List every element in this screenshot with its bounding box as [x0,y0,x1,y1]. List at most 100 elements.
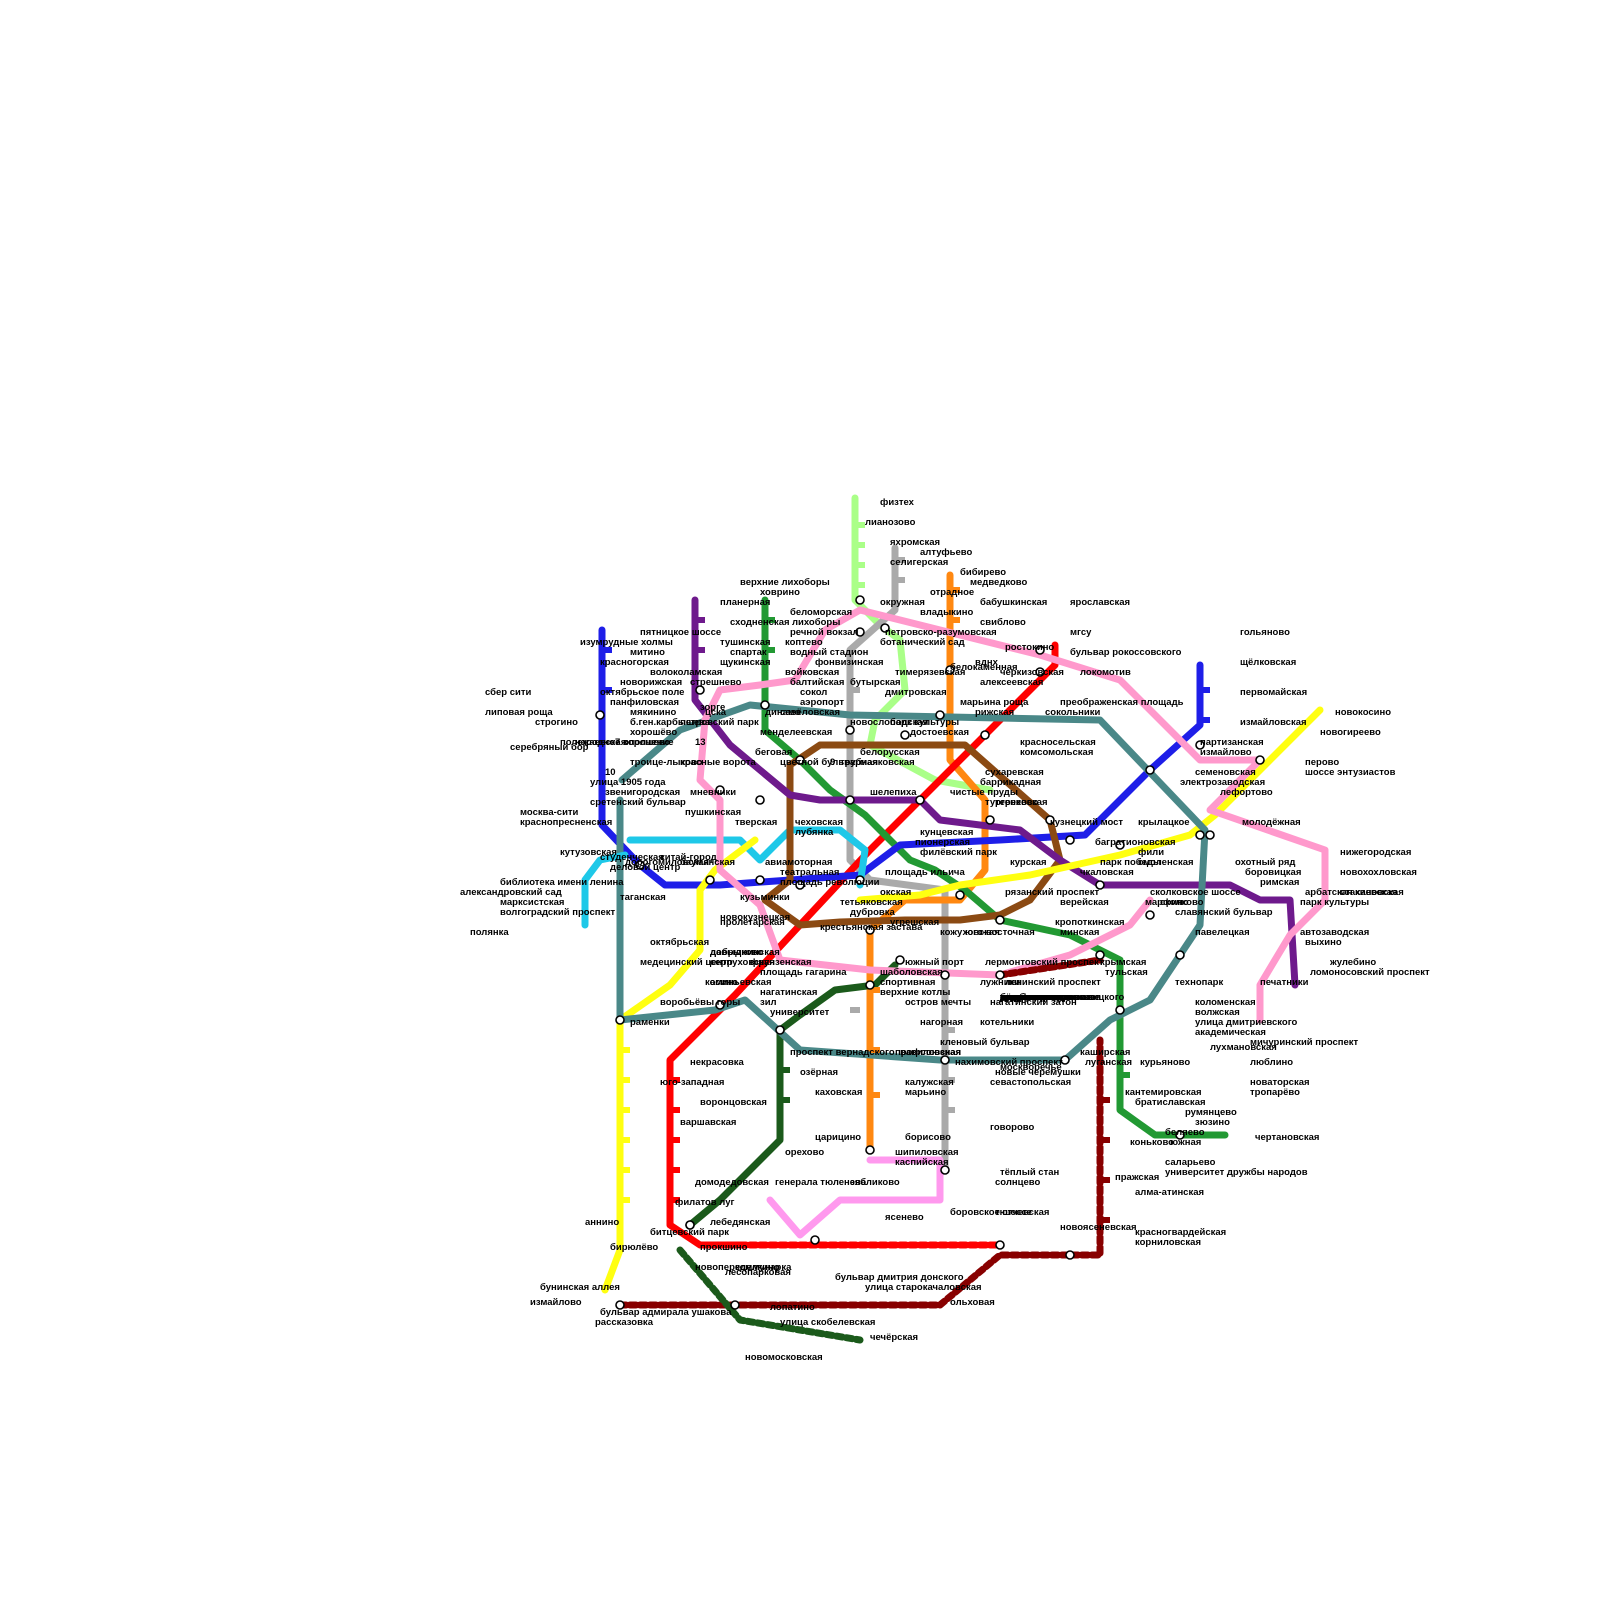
station-label[interactable]: полянка [470,927,509,938]
station-label[interactable]: тетьяковская [840,897,903,908]
station-label[interactable]: троицк [1000,992,1033,1003]
station-label[interactable]: середнево [1000,992,1050,1003]
station-label[interactable]: китай-город [660,852,717,863]
station-label[interactable]: октябрьская [650,937,709,948]
station-label[interactable]: авиамоторная [765,857,832,868]
station-label[interactable]: новокузнецкая [720,912,790,923]
station-label[interactable]: черкизовская [1000,667,1064,678]
station-label[interactable]: 9 [830,757,835,768]
station-label[interactable]: киевская [1355,887,1397,898]
station-label[interactable]: пыхтино [1000,992,1041,1003]
station-label[interactable]: бирюлёво [610,1242,658,1253]
station-label[interactable]: щёлковская [1240,657,1296,668]
station-label[interactable]: новоясеневская [1060,1222,1137,1233]
station-label[interactable]: москва-сити [520,807,579,818]
station-label[interactable]: южная [1170,1137,1201,1148]
station-label[interactable]: нагатинская [760,987,817,998]
station-label[interactable]: сбер сити [485,687,532,698]
station-label[interactable]: технопарк [1175,977,1223,988]
station-label[interactable]: кожуховская [940,927,1000,938]
station-label[interactable]: сходненская [730,617,790,628]
station-label[interactable]: кинокластер [1000,992,1060,1003]
station-label[interactable]: звенигородская [605,787,680,798]
station-label[interactable]: минская [1060,927,1099,938]
station-label[interactable]: белокаменная [950,662,1018,673]
station-label[interactable]: лианозово [865,517,916,528]
station-label[interactable]: филёвский парк [920,847,997,858]
station-label[interactable]: беляево [1165,1127,1205,1138]
station-label[interactable]: медведково [970,577,1028,588]
station-label[interactable]: войковская [785,667,839,678]
station-label[interactable]: первомайская [1240,687,1307,698]
station-label[interactable]: аннино [585,1217,619,1228]
station-label[interactable]: вёнино [1000,992,1034,1003]
station-label[interactable]: бульвар рокоссовского [1070,647,1182,658]
station-label[interactable]: новопеределкино [695,1262,780,1273]
station-label[interactable]: марксистская [500,897,564,908]
station-label[interactable]: бульвар адмирала ушакова [600,1307,732,1318]
station-label[interactable]: красносельская [1020,737,1096,748]
station-label[interactable]: строгино [535,717,578,728]
station-label[interactable]: солнцево [995,1177,1040,1188]
station-label[interactable]: пятницкое шоссе [640,627,721,638]
station-label[interactable]: гольяново [1240,627,1290,638]
station-label[interactable]: каспийская [895,1157,949,1168]
station-label[interactable]: озёрная [800,1067,838,1078]
station-label[interactable]: беговая [755,747,792,758]
station-label[interactable]: коммунарка [735,1262,792,1273]
station-label[interactable]: воробьёвы горы [660,997,740,1008]
station-label[interactable]: павелецкая [1195,927,1250,938]
station-label[interactable]: таганская [620,892,666,903]
station-label[interactable]: волжская [1195,1007,1240,1018]
station-label[interactable]: улица старокачаловская [865,1282,982,1293]
station-label[interactable]: менделеевская [760,727,832,738]
station-label[interactable]: кунцевская [920,827,973,838]
station-label[interactable]: марьина роща [960,697,1029,708]
station-label[interactable]: новомосковская [745,1352,823,1363]
station-label[interactable]: жулебино [1329,957,1376,968]
station-label[interactable]: зорге [700,702,725,713]
station-label[interactable]: боровицкая [1245,867,1301,878]
station-label[interactable]: планерная [720,597,770,608]
station-label[interactable]: достоевская [910,727,969,738]
station-label[interactable]: фонвизинская [815,657,884,668]
station-label[interactable]: октябрьское поле [600,687,684,698]
station-label[interactable]: некрасовка [690,1057,745,1068]
station-label[interactable]: красногорская [600,657,669,668]
station-label[interactable]: свиблово [980,617,1026,628]
station-label[interactable]: александровский сад [460,887,562,898]
station-label[interactable]: нагорная [920,1017,963,1028]
station-label[interactable]: 7 хорошево [615,737,670,748]
station-label[interactable]: ярославская [1070,597,1130,608]
station-label[interactable]: печатники [1260,977,1309,988]
station-label[interactable]: красногвардейская [1135,1227,1226,1238]
station-label[interactable]: косино [705,977,738,988]
station-label[interactable]: остафьево [1000,992,1052,1003]
station-label[interactable]: университет [770,1007,830,1018]
station-label[interactable]: славянский бульвар [1175,907,1273,918]
station-label[interactable]: новые черемушки [995,1067,1081,1078]
station-label[interactable]: тропарёво [1250,1087,1300,1098]
station-label[interactable]: мгсу [1070,627,1092,638]
station-label[interactable]: шелепиха [870,787,917,798]
station-label[interactable]: владыкино [920,607,974,618]
station-label[interactable]: измайловская [1240,717,1307,728]
station-label[interactable]: окружная [880,597,925,608]
station-label[interactable]: трубная [840,757,878,768]
station-label[interactable]: измайлово [1200,747,1252,758]
station-label[interactable]: студенческая [600,852,664,863]
station-label[interactable]: фрунзенская [750,957,812,968]
station-label[interactable]: шипиловская [895,1147,959,1158]
station-label[interactable]: чертановская [1255,1132,1319,1143]
station-label[interactable]: стрешнево [690,677,742,688]
station-label[interactable]: курская [1010,857,1047,868]
station-label[interactable]: нахимовский проспект [955,1057,1063,1068]
station-label[interactable]: юго-западная [660,1077,724,1088]
station-label[interactable]: арбатская [1305,887,1353,898]
station-label[interactable]: нагатинский затон [990,997,1077,1008]
station-label[interactable]: лухмановская [1210,1042,1277,1053]
station-label[interactable]: терехово [995,797,1038,808]
station-label[interactable]: лихоборы [792,617,840,628]
station-label[interactable]: харьино [1000,992,1040,1003]
station-label[interactable]: ломоносовский проспект [1310,967,1430,978]
